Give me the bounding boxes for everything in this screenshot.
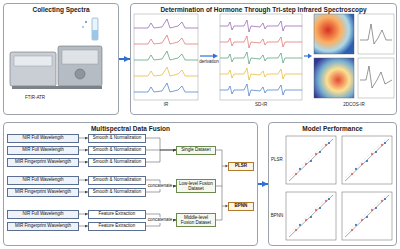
panel: Model Performance [268, 122, 397, 246]
connector [79, 226, 88, 227]
plot-label: 2DCOS-IR [343, 102, 365, 107]
box-text: MIR Full Wavelength [22, 147, 64, 152]
wavelength-box: MIR Fingerprint Wavelength [7, 188, 79, 197]
box-text: NIR Full Wavelength [22, 177, 63, 182]
process-box: Feature Extraction [88, 222, 146, 231]
connector [79, 162, 88, 163]
box-text: NIR Full Wavelength [22, 211, 63, 216]
wavelength-box: MIR Full Wavelength [7, 146, 79, 155]
box-text: MIR Fingerprint Wavelength [15, 223, 71, 228]
step-label: derivation [199, 59, 219, 64]
box-text: PLSR [235, 163, 247, 168]
dataset-box: Single Dataset [176, 146, 216, 155]
model-label: PLSR [271, 157, 283, 162]
process-box: Smooth & Normalization [88, 158, 146, 167]
panel-title: Model Performance [269, 125, 396, 132]
connector [79, 138, 88, 139]
box-text: NIR Full Wavelength [22, 135, 63, 140]
panel-title: Collecting Spectra [4, 6, 118, 13]
panel-title: Determination of Hormone Through Tri-ste… [131, 6, 396, 13]
merge-label: concatenate [147, 183, 174, 188]
wavelength-box: NIR Full Wavelength [7, 134, 79, 143]
connector [79, 192, 88, 193]
wavelength-box: NIR Full Wavelength [7, 176, 79, 185]
model-box: PLSR [228, 162, 254, 171]
process-box: Feature Extraction [88, 210, 146, 219]
model-label: BPNN [271, 213, 284, 218]
dataset-box: Low-level Fusion Dataset [176, 179, 216, 192]
connector [79, 214, 88, 215]
plot-label: SD-IR [255, 102, 267, 107]
connector [79, 150, 88, 151]
box-text: Middle-level Fusion Dataset [178, 215, 214, 225]
box-text: Smooth & Normalization [93, 159, 142, 164]
wavelength-box: NIR Full Wavelength [7, 210, 79, 219]
process-box: Smooth & Normalization [88, 176, 146, 185]
plot-label: IR [164, 102, 169, 107]
box-text: Feature Extraction [99, 223, 136, 228]
box-text: BPNN [235, 203, 248, 208]
merge-label: concatenate [147, 217, 174, 222]
box-text: Smooth & Normalization [93, 147, 142, 152]
box-text: Single Dataset [181, 147, 210, 152]
panel: Determination of Hormone Through Tri-ste… [130, 3, 397, 115]
box-text: Smooth & Normalization [93, 189, 142, 194]
flow-arrow [258, 183, 268, 185]
panel: Collecting Spectra [3, 3, 119, 115]
box-text: Smooth & Normalization [93, 135, 142, 140]
wavelength-box: MIR Fingerprint Wavelength [7, 158, 79, 167]
process-box: Smooth & Normalization [88, 146, 146, 155]
box-text: MIR Fingerprint Wavelength [15, 189, 71, 194]
dataset-box: Middle-level Fusion Dataset [176, 213, 216, 226]
box-text: Smooth & Normalization [93, 177, 142, 182]
connector [146, 150, 176, 162]
instrument-label: FTIR-ATR [25, 95, 45, 100]
model-box: BPNN [228, 202, 254, 211]
panel-title: Multispectral Data Fusion [4, 125, 257, 132]
wavelength-box: MIR Fingerprint Wavelength [7, 222, 79, 231]
process-box: Smooth & Normalization [88, 134, 146, 143]
process-box: Smooth & Normalization [88, 188, 146, 197]
flow-arrow [119, 58, 130, 60]
connector [146, 138, 176, 150]
box-text: MIR Fingerprint Wavelength [15, 159, 71, 164]
connector [79, 180, 88, 181]
panel: Multispectral Data FusionNIR Full Wavele… [3, 122, 258, 246]
box-text: Feature Extraction [99, 211, 136, 216]
box-text: Low-level Fusion Dataset [178, 181, 214, 191]
